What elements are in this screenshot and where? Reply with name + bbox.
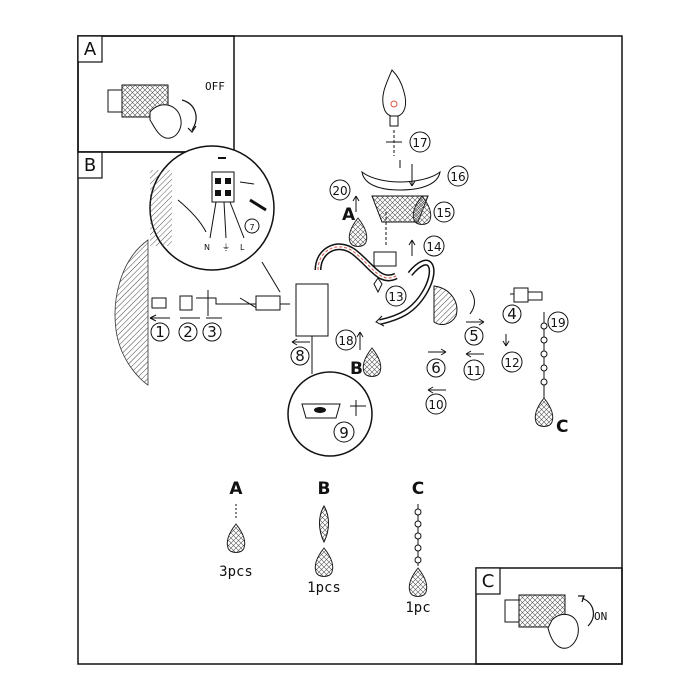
callout-4: 4: [507, 305, 517, 323]
callout-14: 14: [426, 240, 441, 254]
direction-arrows: [291, 164, 510, 394]
callout-8: 8: [295, 347, 305, 365]
clip-piece: [469, 289, 475, 315]
panel-a: A OFF: [77, 35, 235, 153]
callout-15: 15: [436, 206, 451, 220]
mounting-parts: [149, 290, 290, 322]
switch-on-text: ON: [594, 610, 607, 623]
callout-17: 17: [412, 136, 427, 150]
callout-19: 19: [550, 316, 565, 330]
wire-l-label: L: [240, 243, 245, 252]
part-4-icon: [513, 287, 529, 303]
arm-body: [295, 212, 435, 352]
callout-7: 7: [249, 223, 254, 232]
outer-frame: [77, 35, 623, 665]
legend-a-qty: 3pcs: [219, 564, 253, 580]
switch-off-text: OFF: [205, 80, 225, 93]
switch-off-illustration: [107, 84, 197, 139]
bulb-icon: [382, 69, 407, 156]
label-a-arm: A: [342, 205, 356, 225]
callout-20: 20: [332, 184, 347, 198]
callout-5: 5: [469, 327, 479, 345]
label-b-arm: B: [350, 359, 363, 379]
wiring-inset: N ⏚ L 7: [149, 145, 281, 293]
callout-badges: 1 2 3 4 5 6 8 9 10 11 12 13 14 15 16 17 …: [150, 131, 569, 443]
legend-b-letter: B: [318, 479, 331, 499]
wall-hatch: [114, 239, 149, 386]
callout-10: 10: [428, 398, 443, 412]
callout-18: 18: [338, 334, 353, 348]
callout-2: 2: [183, 323, 193, 341]
legend-b-qty: 1pcs: [307, 580, 341, 596]
callout-12: 12: [504, 356, 519, 370]
panel-c-label: C: [482, 571, 495, 592]
callout-11: 11: [466, 364, 481, 378]
callout-1: 1: [155, 323, 165, 341]
callout-6: 6: [431, 359, 441, 377]
wire-n-label: N: [204, 243, 210, 252]
wire-earth-label: ⏚: [222, 243, 230, 252]
callout-16: 16: [450, 170, 465, 184]
callout-9: 9: [339, 424, 349, 442]
switch-on-illustration: [504, 594, 594, 649]
panel-a-label: A: [84, 39, 97, 60]
panel-c: C ON: [475, 567, 623, 665]
legend: A 3pcs B 1pcs C 1pc: [219, 479, 431, 616]
panel-b-label: B: [84, 155, 96, 176]
shade-piece: [433, 285, 458, 325]
legend-a-letter: A: [229, 479, 243, 499]
crystal-drop-b-arm: [362, 347, 382, 377]
callout-3: 3: [207, 323, 217, 341]
legend-c-letter: C: [412, 479, 424, 499]
label-c-chain: C: [556, 417, 568, 437]
legend-c-qty: 1pc: [405, 600, 430, 616]
crystal-chain-c: [534, 312, 554, 427]
callout-13: 13: [388, 290, 403, 304]
